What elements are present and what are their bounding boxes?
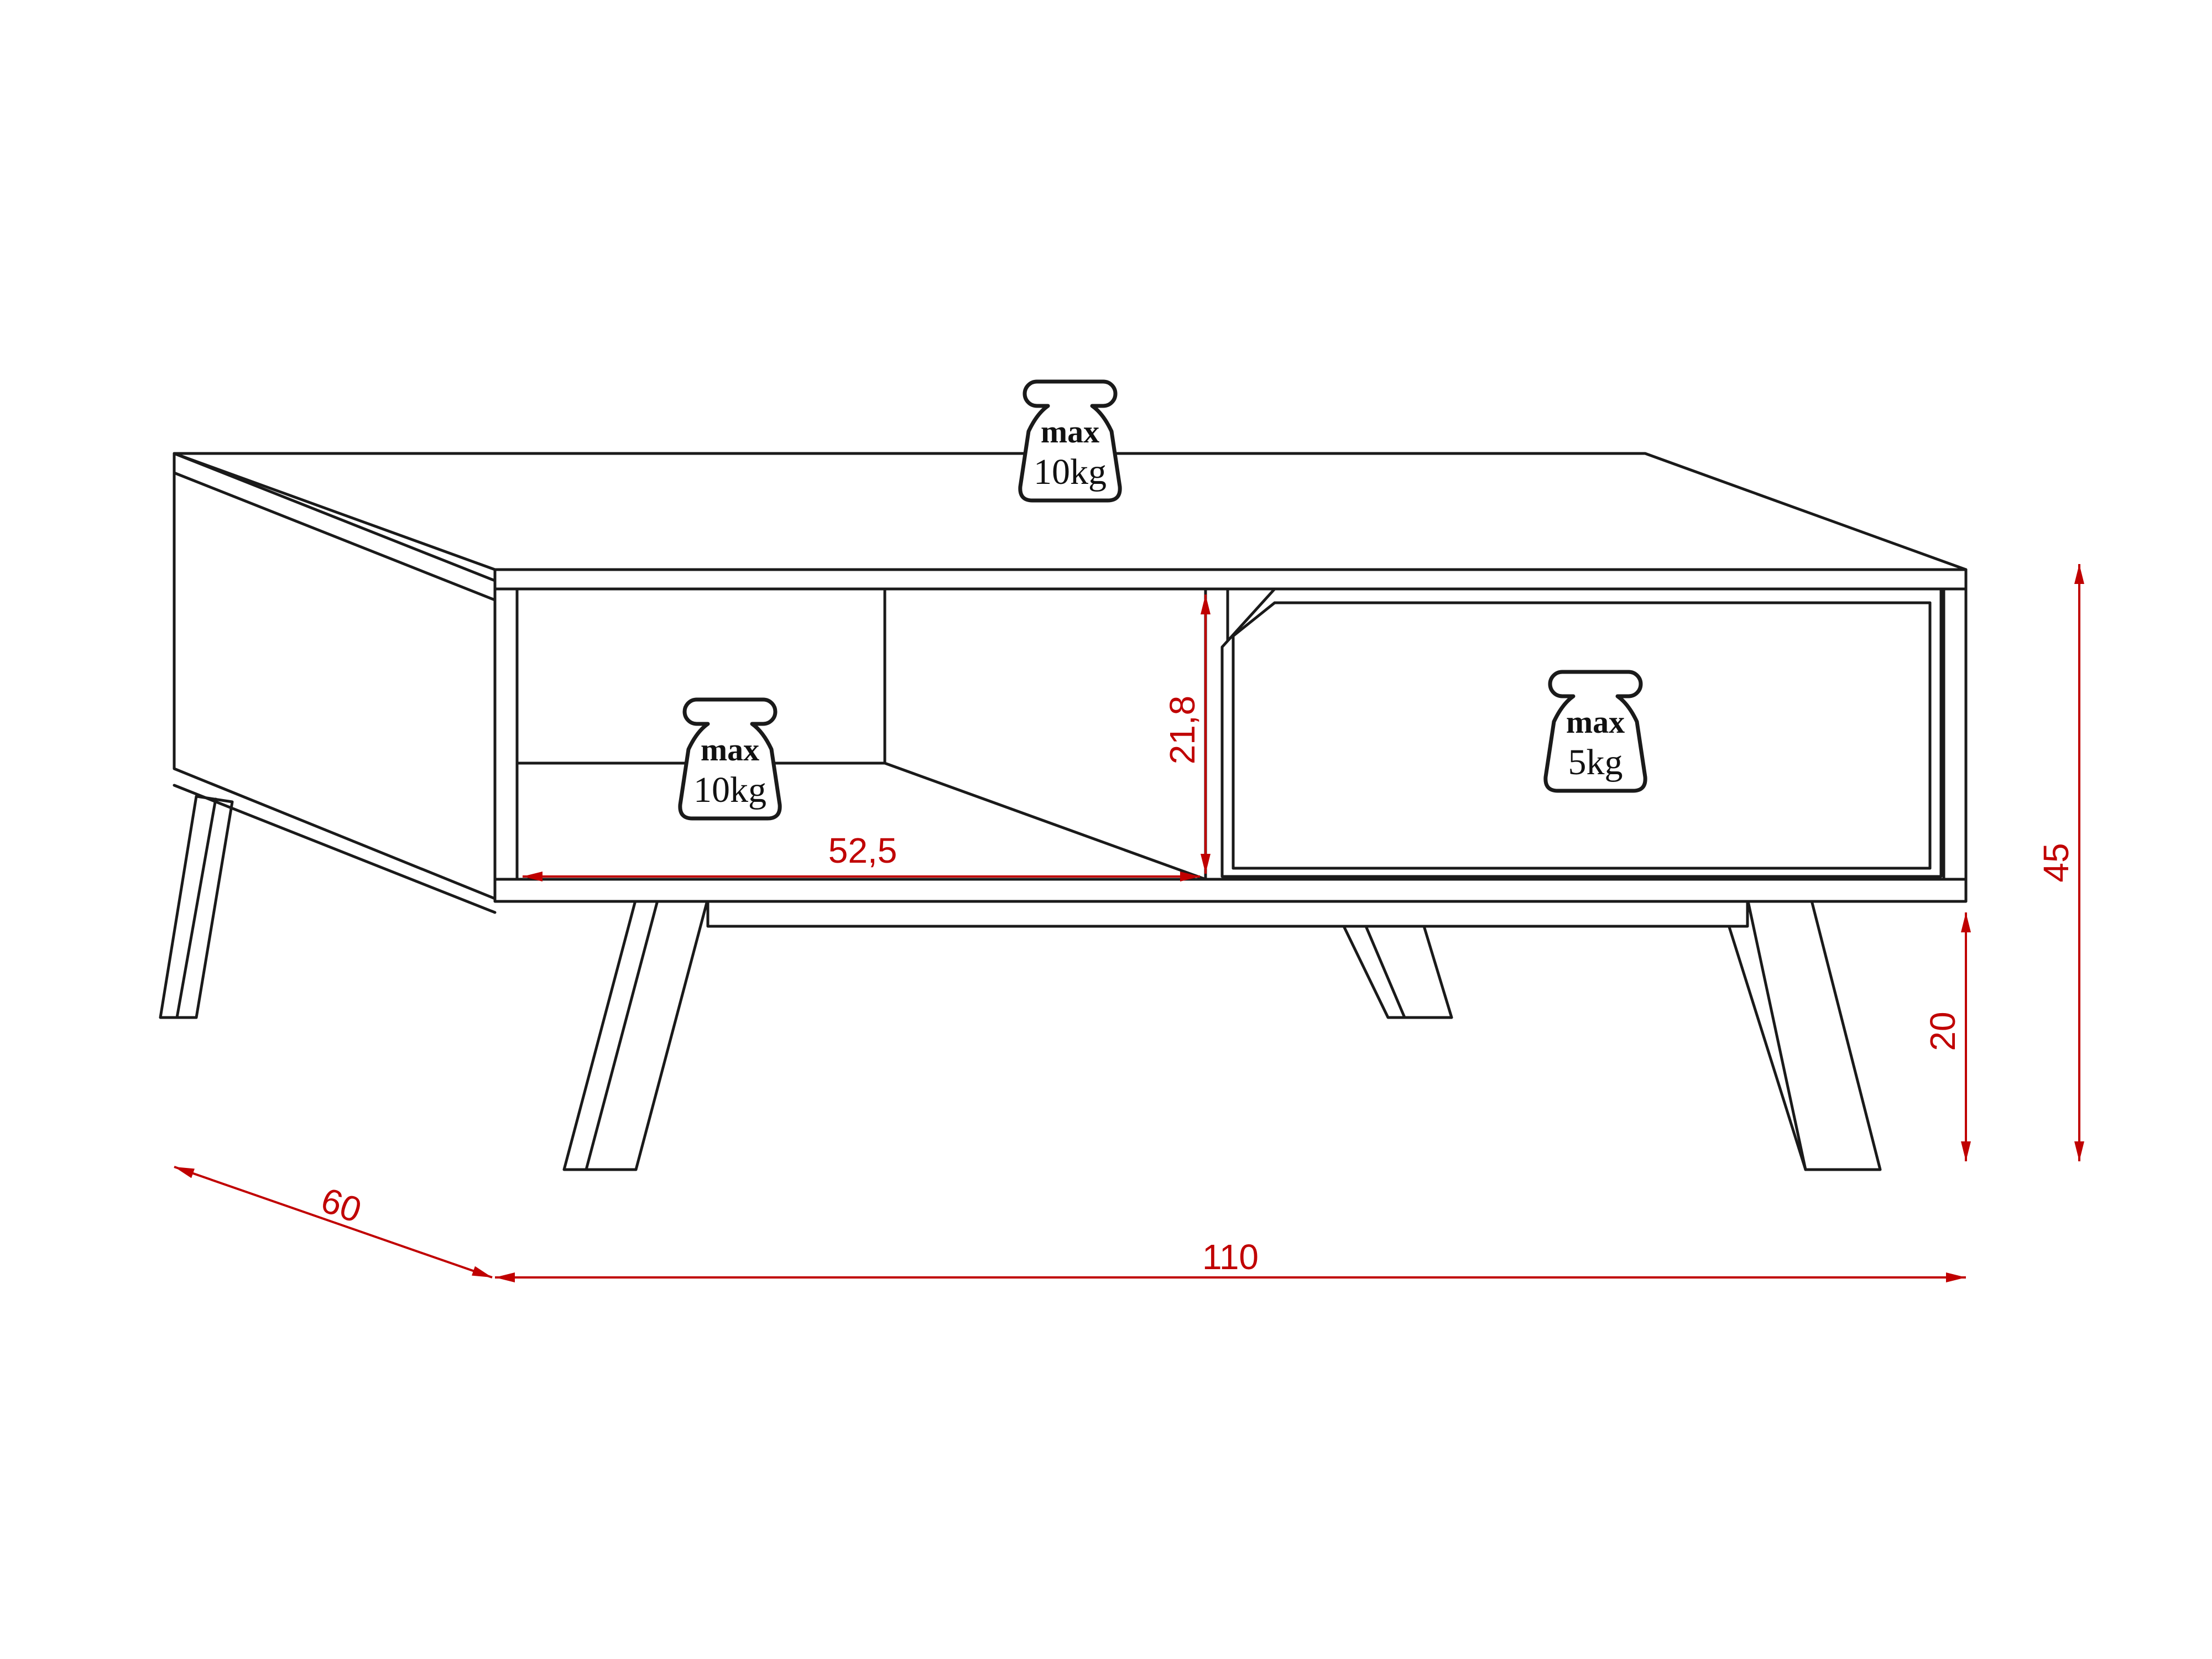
leg-height-dimension-label: 20 [1923, 1011, 1963, 1051]
weight-icon [1018, 379, 1122, 503]
total-height-dimension-label: 45 [2036, 843, 2076, 882]
load-label-drawer-line1: max [1566, 704, 1625, 740]
weight-icon [678, 697, 782, 821]
table-body [173, 452, 1968, 928]
dimension-annotations: 60 110 45 20 52,5 21,8 [174, 564, 2084, 1282]
depth-dimension-label: 60 [316, 1180, 367, 1230]
leg-front-left [562, 897, 709, 1171]
left-post [493, 587, 519, 881]
leg-front-right [1746, 897, 1882, 1171]
width-dimension-label: 110 [1202, 1237, 1259, 1277]
load-label-shelf-line1: max [701, 732, 759, 768]
load-label-shelf-line2: 10kg [693, 770, 766, 810]
depth-dimension-line [174, 1166, 493, 1279]
weight-icon [1543, 670, 1647, 793]
table-legs [159, 795, 1882, 1171]
load-label-drawer-line2: 5kg [1568, 742, 1623, 782]
shelf-width-dimension-label: 52,5 [828, 831, 898, 870]
apron [706, 900, 1749, 928]
weight-icon-drawer: max 5kg [1543, 670, 1647, 793]
weight-icon-shelf: max 10kg [678, 697, 782, 821]
load-label-top-line2: 10kg [1034, 452, 1107, 492]
weight-icon-top: max 10kg [1018, 379, 1122, 503]
shelf-height-dimension-label: 21,8 [1162, 696, 1202, 765]
load-label-top-line1: max [1041, 414, 1099, 450]
bottom-rail [493, 878, 1968, 903]
right-post [1942, 587, 1968, 881]
table-top-front-edge [493, 568, 1968, 591]
